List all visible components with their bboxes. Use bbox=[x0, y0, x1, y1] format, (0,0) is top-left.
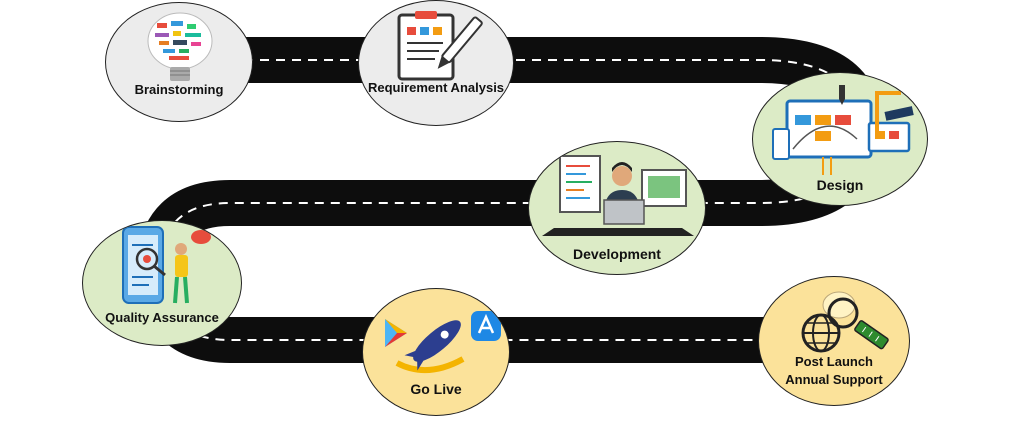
stage-quality-assurance: Quality Assurance bbox=[82, 220, 242, 346]
developer-at-computer-icon bbox=[542, 155, 694, 236]
stage-label: Design bbox=[816, 177, 864, 193]
stage-label: Requirement Analysis bbox=[367, 80, 505, 95]
rocket-launch-icon bbox=[385, 311, 501, 374]
design-tools-icon bbox=[772, 85, 914, 175]
stage-development: Development bbox=[528, 141, 706, 275]
stage-go-live: Go Live bbox=[362, 288, 510, 416]
lightbulb-icon bbox=[147, 12, 213, 81]
stage-brainstorming: Brainstorming bbox=[105, 2, 253, 122]
globe-magnifier-icon bbox=[801, 291, 889, 353]
stage-label: Quality Assurance bbox=[105, 310, 219, 325]
stage-label: Brainstorming bbox=[134, 82, 224, 97]
stage-requirement-analysis: Requirement Analysis bbox=[358, 0, 514, 126]
stage-label: Post Launch bbox=[794, 354, 873, 369]
stage-post-launch: Post Launch Annual Support bbox=[758, 276, 910, 406]
phone-inspection-icon bbox=[122, 226, 211, 304]
stage-label: Annual Support bbox=[785, 372, 883, 387]
stage-label: Go Live bbox=[410, 381, 462, 397]
stage-label: Development bbox=[573, 246, 661, 262]
stage-design: Design bbox=[752, 72, 928, 206]
clipboard-pen-icon bbox=[397, 11, 483, 81]
